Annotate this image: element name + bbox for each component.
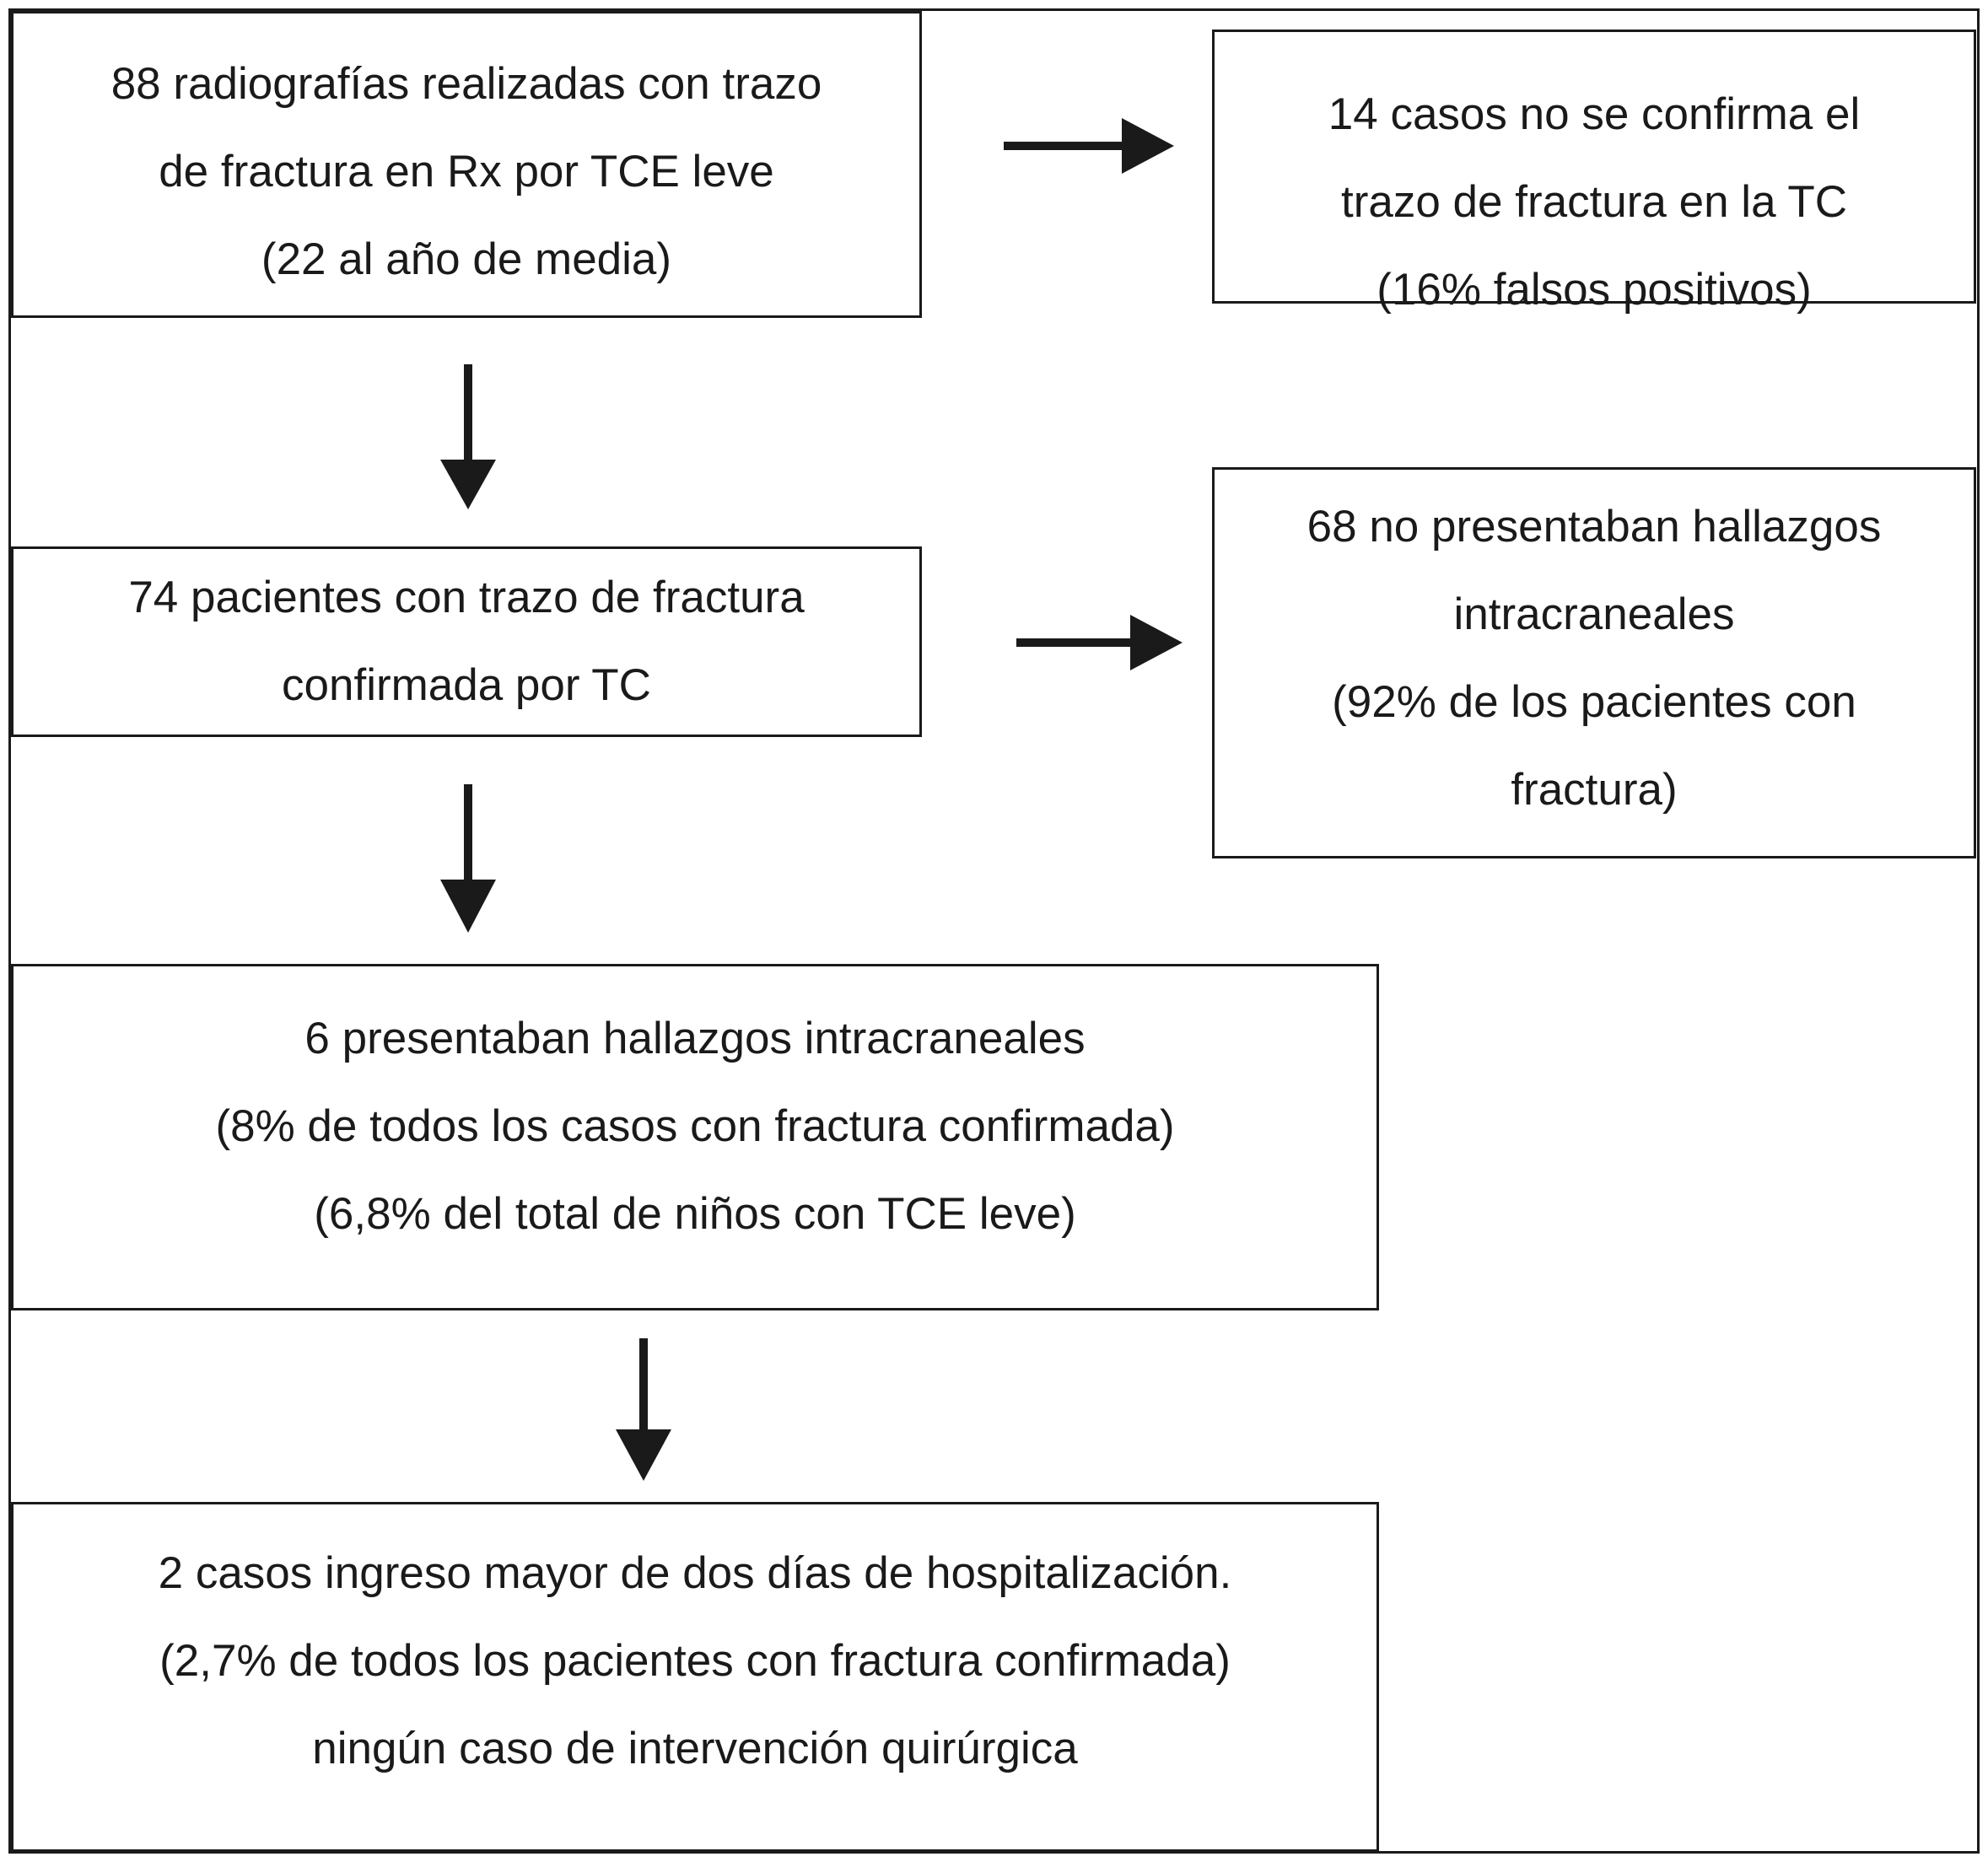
box-hospitalization: 2 casos ingreso mayor de dos días de hos… xyxy=(11,1502,1379,1852)
box-line: trazo de fractura en la TC xyxy=(1341,177,1847,227)
box-line: (6,8% del total de niños con TCE leve) xyxy=(314,1189,1076,1239)
box-line: ningún caso de intervención quirúrgica xyxy=(312,1724,1078,1773)
box-line: (22 al año de media) xyxy=(261,234,672,284)
box-line: 14 casos no se confirma el xyxy=(1328,89,1861,139)
box-line: 6 presentaban hallazgos intracraneales xyxy=(304,1014,1086,1063)
box-line: confirmada por TC xyxy=(282,660,651,710)
arrow-right-icon xyxy=(1004,118,1174,174)
box-confirmed-fractures: 74 pacientes con trazo de fractura confi… xyxy=(11,546,922,737)
diagram-frame xyxy=(8,8,1980,1854)
box-false-positives: 14 casos no se confirma el trazo de frac… xyxy=(1212,30,1976,315)
box-line: (92% de los pacientes con xyxy=(1332,677,1856,727)
box-line: 74 pacientes con trazo de fractura xyxy=(128,573,805,622)
box-line: (16% falsos positivos) xyxy=(1377,265,1812,315)
arrow-down-icon xyxy=(440,364,496,509)
arrow-down-icon xyxy=(440,784,496,933)
box-line: de fractura en Rx por TCE leve xyxy=(159,147,774,196)
box-line: (2,7% de todos los pacientes con fractur… xyxy=(159,1636,1231,1686)
arrow-down-icon xyxy=(616,1338,671,1481)
box-line: (8% de todos los casos con fractura conf… xyxy=(215,1101,1175,1151)
arrow-right-icon xyxy=(1016,615,1183,670)
box-line: 88 radiografías realizadas con trazo xyxy=(110,59,822,109)
box-line: 2 casos ingreso mayor de dos días de hos… xyxy=(158,1548,1232,1598)
box-line: 68 no presentaban hallazgos xyxy=(1306,502,1882,552)
box-rx-fractures: 88 radiografías realizadas con trazo de … xyxy=(11,11,922,318)
box-intracranial-findings: 6 presentaban hallazgos intracraneales (… xyxy=(11,964,1379,1310)
box-line: fractura) xyxy=(1511,765,1678,815)
box-line: intracraneales xyxy=(1453,589,1735,639)
box-no-intracranial-findings: 68 no presentaban hallazgos intracraneal… xyxy=(1212,467,1976,858)
